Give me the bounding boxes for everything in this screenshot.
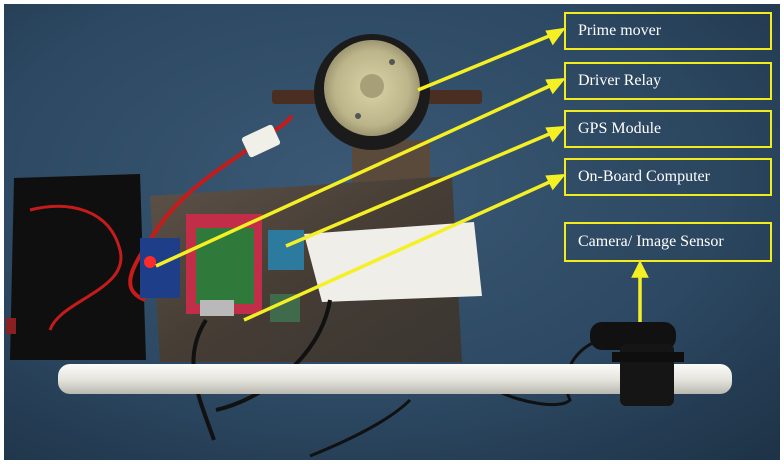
label-camera-text: Camera/ Image Sensor (578, 233, 724, 250)
black-cable-3 (309, 398, 412, 458)
label-prime-mover-text: Prime mover (578, 22, 662, 39)
support-pipe (58, 364, 732, 394)
label-onboard-computer-text: On-Board Computer (578, 168, 710, 185)
red-wire (128, 140, 260, 302)
label-driver-relay: Driver Relay (564, 62, 772, 100)
label-onboard-computer: On-Board Computer (564, 158, 772, 196)
relay-led (144, 256, 156, 268)
battery (10, 174, 146, 360)
label-gps-module-text: GPS Module (578, 120, 662, 137)
battery-terminal-left (6, 318, 16, 334)
arrow-driver-relay (155, 82, 555, 268)
callout-arrows (155, 27, 649, 322)
label-prime-mover: Prime mover (564, 12, 772, 50)
driver-relay-board (140, 238, 180, 298)
camera-cable (499, 338, 601, 407)
onboard-computer-board (196, 228, 254, 304)
label-driver-relay-text: Driver Relay (578, 72, 662, 89)
prime-mover-motor (314, 34, 430, 150)
label-gps-module: GPS Module (564, 110, 772, 148)
red-wire-loop (29, 204, 123, 331)
wire-connector (241, 124, 281, 158)
arrow-prime-mover (417, 32, 555, 92)
gps-module (268, 230, 304, 270)
usb-ports (200, 300, 234, 316)
label-camera: Camera/ Image Sensor (564, 222, 772, 262)
arrow-onboard-computer (243, 178, 555, 322)
white-enclosure (304, 222, 482, 302)
arrow-gps-module (285, 130, 555, 248)
camera-sensor (590, 322, 684, 406)
